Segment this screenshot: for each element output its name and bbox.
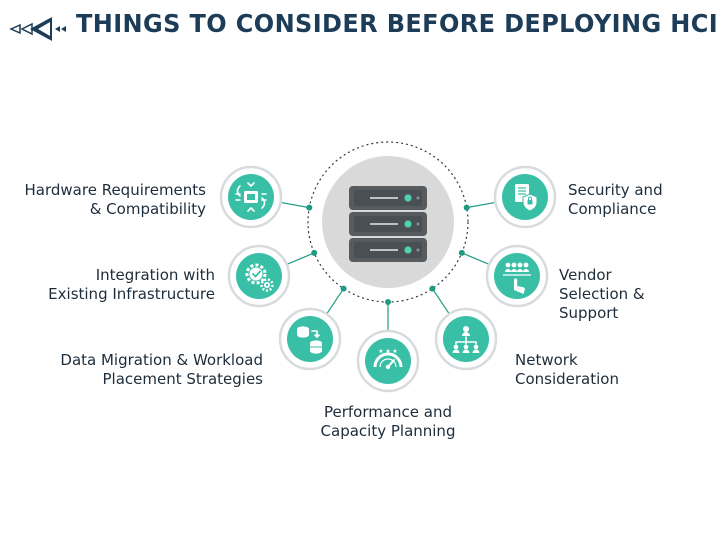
connector-dots: [306, 204, 470, 305]
consideration-nodes: ★★★: [219, 165, 557, 393]
connector-dot-security: [463, 204, 470, 211]
server-rack-icon: [349, 186, 427, 262]
node-network: [434, 307, 498, 371]
node-vendor: [485, 244, 549, 308]
node-integration: [227, 244, 291, 308]
connector-line-migration: [326, 288, 345, 314]
label-hardware: Hardware Requirements& Compatibility: [24, 181, 206, 218]
connector-line-network: [431, 288, 450, 314]
node-security: [493, 165, 557, 229]
hardware-compat-icon: [235, 182, 267, 212]
node-hardware: [219, 165, 283, 229]
connector-lines: [281, 201, 495, 330]
connector-line-vendor: [461, 252, 489, 265]
connector-line-hardware: [281, 201, 310, 209]
gear-check-icon: [245, 263, 274, 292]
svg-text:★: ★: [378, 348, 383, 355]
node-performance: ★★★: [356, 329, 420, 393]
connector-dot-hardware: [306, 204, 313, 211]
node-migration: [278, 307, 342, 371]
network-hierarchy-icon: [452, 326, 480, 353]
connector-dot-network: [429, 285, 436, 292]
arrows-logo-icon: [9, 17, 66, 41]
connector-dot-migration: [340, 285, 347, 292]
connector-line-integration: [287, 252, 315, 265]
connector-dot-vendor: [458, 249, 465, 256]
header: THINGS TO CONSIDER BEFORE DEPLOYING HCI: [0, 0, 720, 54]
connector-line-security: [466, 201, 495, 209]
connector-dot-performance: [385, 299, 391, 305]
team-hand-icon: [503, 262, 531, 295]
svg-text:★: ★: [385, 348, 390, 355]
page-title: THINGS TO CONSIDER BEFORE DEPLOYING HCI: [76, 9, 719, 38]
gauge-icon: ★★★: [373, 348, 403, 370]
connector-dot-integration: [311, 249, 318, 256]
shield-lock-icon: [515, 184, 538, 212]
svg-text:★: ★: [392, 348, 397, 355]
database-migration-icon: [297, 326, 322, 354]
